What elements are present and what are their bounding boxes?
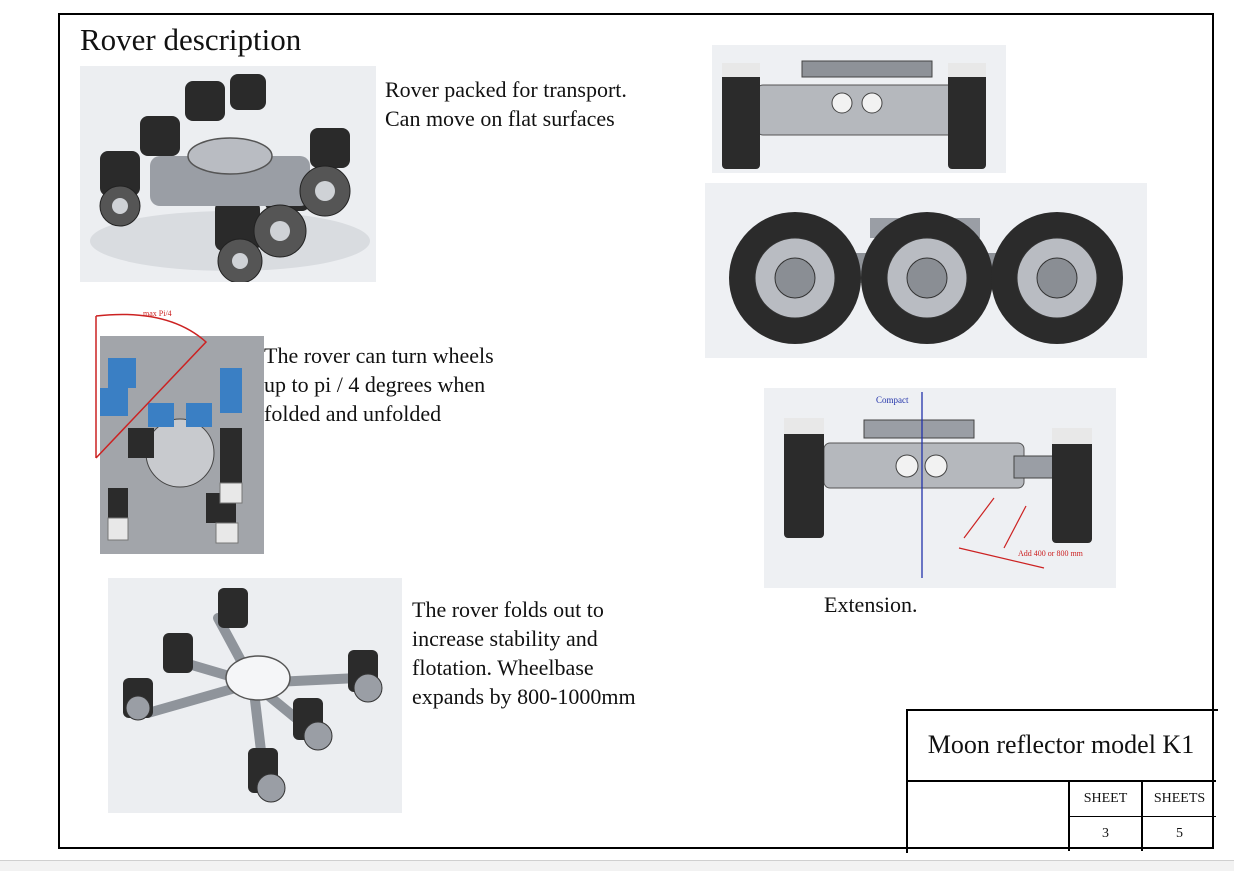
text-line: increase stability and — [412, 626, 598, 651]
text-line: Rover packed for transport. — [385, 77, 627, 102]
text-line: The rover can turn wheels — [264, 343, 494, 368]
title-block-divider — [1068, 781, 1070, 851]
page-title: Rover description — [80, 22, 302, 57]
text-line: folded and unfolded — [264, 401, 442, 426]
text-line: up to pi / 4 degrees when — [264, 372, 486, 397]
extension-caption: Extension. — [824, 592, 918, 617]
title-block-divider — [1141, 781, 1143, 851]
compact-label: Compact — [876, 395, 909, 405]
sheet-label: SHEET — [1083, 791, 1128, 806]
bottom-scroll-strip — [0, 860, 1234, 871]
drawing-sheet-border — [58, 13, 1214, 849]
text-line: Can move on flat surfaces — [385, 106, 615, 131]
text-line: expands by 800-1000mm — [412, 684, 636, 709]
sheets-label: SHEETS — [1153, 791, 1206, 806]
sheets-total: 5 — [1176, 825, 1183, 841]
rover-unfolded-render — [108, 578, 402, 813]
packed-description: Rover packed for transport. Can move on … — [385, 75, 627, 133]
rover-side-view — [705, 183, 1147, 358]
rover-packed-render — [80, 66, 376, 282]
rover-extension-view: Compact Add 400 or 800 mm — [764, 388, 1116, 588]
rover-turning-topview: max Pi/4 — [88, 308, 268, 558]
title-block-divider — [906, 780, 1216, 782]
text-line: flotation. Wheelbase — [412, 655, 594, 680]
turn-angle-label: max Pi/4 — [143, 309, 172, 318]
unfolded-description: The rover folds out to increase stabilit… — [412, 595, 636, 711]
drawing-name: Moon reflector model K1 — [927, 730, 1195, 759]
add-length-label: Add 400 or 800 mm — [1018, 549, 1084, 558]
rover-front-view — [712, 45, 1006, 173]
sheet-number: 3 — [1102, 825, 1109, 841]
turn-description: The rover can turn wheels up to pi / 4 d… — [264, 341, 494, 428]
text-line: The rover folds out to — [412, 597, 604, 622]
